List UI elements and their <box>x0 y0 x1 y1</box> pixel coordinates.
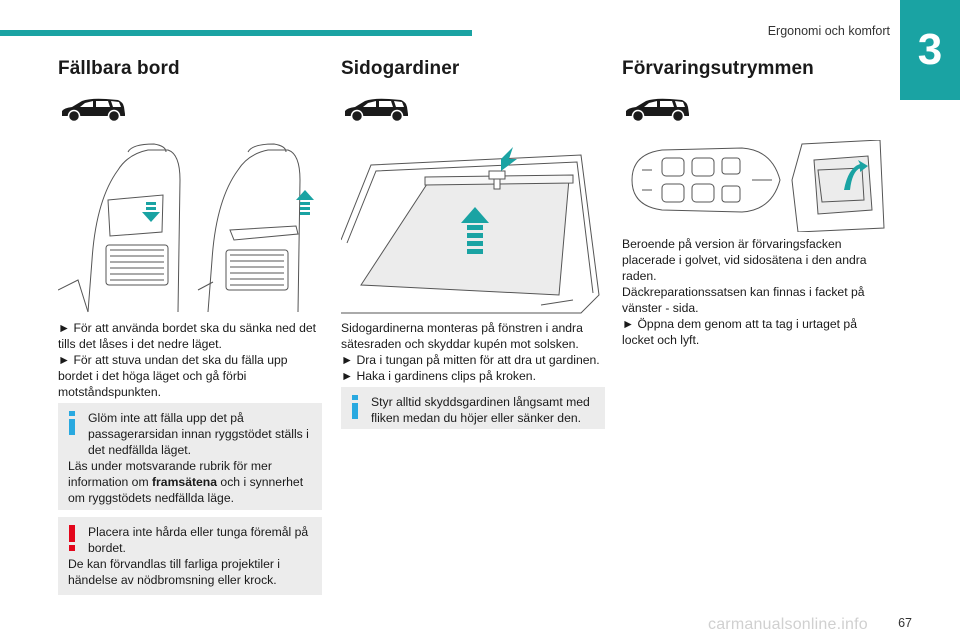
curtain-step-2: ► Haka i gardinens clips på kroken. <box>341 369 536 383</box>
warning-note-line-2: De kan förvandlas till farliga projektil… <box>68 557 281 587</box>
info-note-link-front-seats: framsätena <box>152 475 218 489</box>
folding-step-1: ► För att använda bordet ska du sänka ne… <box>58 321 317 351</box>
watermark: carmanualsonline.info <box>708 616 868 633</box>
storage-step-1: ► Öppna dem genom att ta tag i urtaget p… <box>622 317 857 347</box>
heading-folding-tables: Fällbara bord <box>58 58 180 79</box>
arrow-down-icon <box>142 202 160 222</box>
car-silhouette-icon <box>62 98 125 123</box>
car-silhouette-icon <box>626 98 689 123</box>
illustration-side-curtain <box>341 147 600 314</box>
curtain-step-1: ► Dra i tungan på mitten för att dra ut … <box>341 353 600 367</box>
info-note-line-1: Glöm inte att fälla upp det på passagera… <box>88 411 309 457</box>
warning-note-line-1: Placera inte hårda eller tunga föremål p… <box>88 525 309 555</box>
info-note-line-2: Läs under motsvarande rubrik för mer inf… <box>68 458 312 506</box>
info-note-line-2-post: och i synnerhet om ryggstödets nedfällda… <box>68 475 304 505</box>
storage-description-2: Däckreparationssatsen kan finnas i facke… <box>622 285 865 315</box>
curtain-note-text: Styr alltid skyddsgardinen långsamt med … <box>371 395 590 425</box>
info-note-line-2-pre: Läs under motsvarande rubrik för mer inf… <box>68 459 272 489</box>
warning-note-folding: Placera inte hårda eller tunga föremål p… <box>58 517 322 595</box>
curtain-tab-icon <box>488 170 506 190</box>
storage-description-1: Beroende på version är förvaringsfacken … <box>622 237 867 283</box>
heading-side-curtains: Sidogardiner <box>341 58 460 79</box>
heading-storage: Förvaringsutrymmen <box>622 58 814 79</box>
folding-tables-instructions: ► För att använda bordet ska du sänka ne… <box>58 320 322 400</box>
info-note-curtain: Styr alltid skyddsgardinen långsamt med … <box>341 387 605 429</box>
arrow-down-icon <box>501 147 517 171</box>
arrow-up-icon <box>296 190 314 215</box>
section-title: Ergonomi och komfort <box>767 24 890 38</box>
column-folding-tables: Fällbara bord <box>58 58 322 80</box>
side-curtains-instructions: Sidogardinerna monteras på fönstren i an… <box>341 320 605 384</box>
info-icon <box>352 395 358 419</box>
illustration-folding-tables <box>58 143 314 313</box>
curtain-description: Sidogardinerna monteras på fönstren i an… <box>341 321 583 351</box>
car-silhouette-icon <box>345 98 408 123</box>
top-accent-bar <box>0 30 472 36</box>
arrow-up-icon <box>461 207 489 254</box>
folding-step-2: ► För att stuva undan det ska du fälla u… <box>58 353 288 399</box>
chapter-number: 3 <box>900 0 960 100</box>
page-number: 67 <box>898 616 912 630</box>
column-storage: Förvaringsutrymmen <box>622 58 886 80</box>
column-side-curtains: Sidogardiner <box>341 58 605 80</box>
info-note-folding: Glöm inte att fälla upp det på passagera… <box>58 403 322 510</box>
storage-instructions: Beroende på version är förvaringsfacken … <box>622 236 886 348</box>
warning-icon <box>69 525 75 551</box>
illustration-storage <box>631 140 885 232</box>
info-icon <box>69 411 75 435</box>
arrow-curved-up-icon <box>844 160 868 190</box>
